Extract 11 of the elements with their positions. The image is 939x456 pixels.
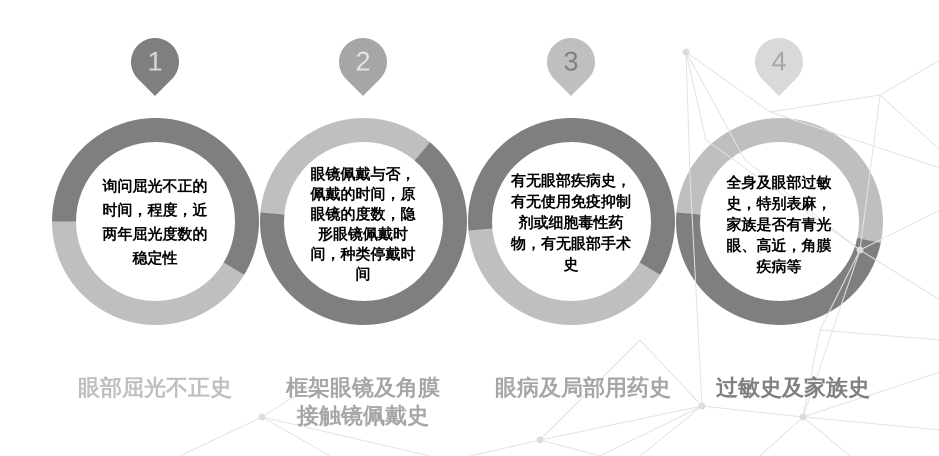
step-number: 1 xyxy=(147,48,163,76)
step-number: 2 xyxy=(355,48,371,76)
description-text: 全身及眼部过敏史，特别表麻，家族是否有青光眼、高近，角膜疾病等 xyxy=(726,174,832,278)
step-title: 眼病及局部用药史 xyxy=(494,374,672,402)
step-number: 3 xyxy=(563,48,579,76)
description-text: 询问屈光不正的时间，程度，近两年屈光度数的稳定性 xyxy=(102,177,208,269)
description-text: 眼镜佩戴与否，佩戴的时间，原眼镜的度数，隐形眼镜佩戴时间，种类停戴时间 xyxy=(310,165,416,285)
step-title: 框架眼镜及角膜接触镜佩戴史 xyxy=(285,374,441,430)
step-title: 过敏史及家族史 xyxy=(715,374,871,402)
description-text: 有无眼部疾病史，有无使用免疫抑制剂或细胞毒性药物，有无眼部手术史 xyxy=(510,172,632,276)
step-title: 眼部屈光不正史 xyxy=(77,374,233,402)
